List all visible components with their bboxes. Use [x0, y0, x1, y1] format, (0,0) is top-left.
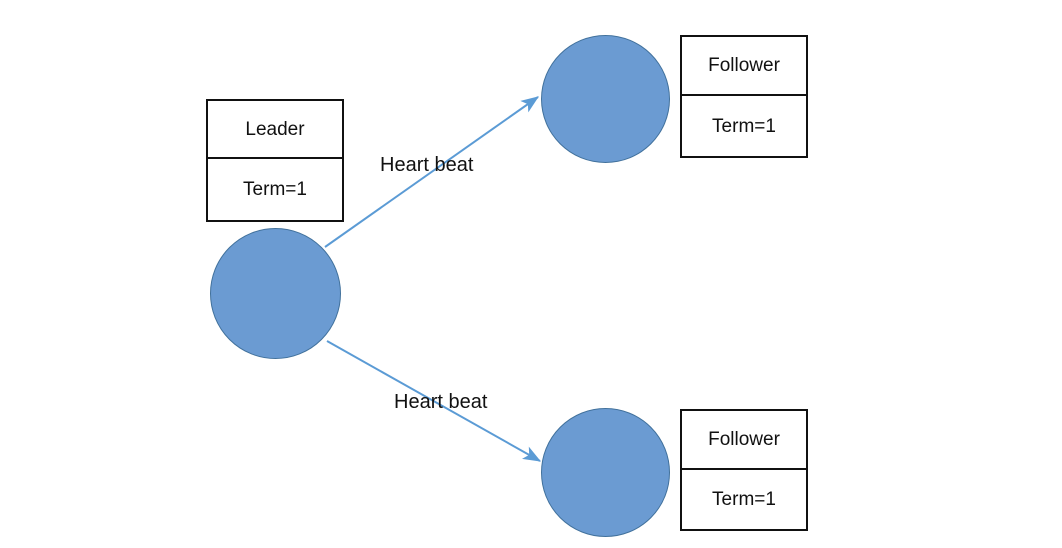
- leader-role-label: Leader: [208, 101, 342, 160]
- leader-term-label: Term=1: [243, 179, 307, 201]
- node-circle-follower-bottom[interactable]: [541, 408, 670, 537]
- follower-bottom-term-label: Term=1: [712, 489, 776, 511]
- edge-label-heartbeat-top: Heart beat: [380, 154, 474, 176]
- follower-top-term-label: Term=1: [712, 115, 776, 137]
- heartbeat-bottom-arrow: [326, 340, 542, 462]
- heartbeat-top-arrow: [324, 96, 539, 248]
- node-circle-leader[interactable]: [210, 228, 341, 359]
- follower-top-role-label: Follower: [682, 37, 806, 97]
- follower-bottom-role-label: Follower: [682, 411, 806, 471]
- info-box-leader: Leader Term=1: [206, 99, 344, 222]
- info-box-follower-bottom: Follower Term=1: [680, 409, 808, 531]
- edge-label-heartbeat-bottom: Heart beat: [394, 391, 488, 413]
- info-box-follower-top: Follower Term=1: [680, 35, 808, 158]
- node-circle-follower-top[interactable]: [541, 35, 670, 163]
